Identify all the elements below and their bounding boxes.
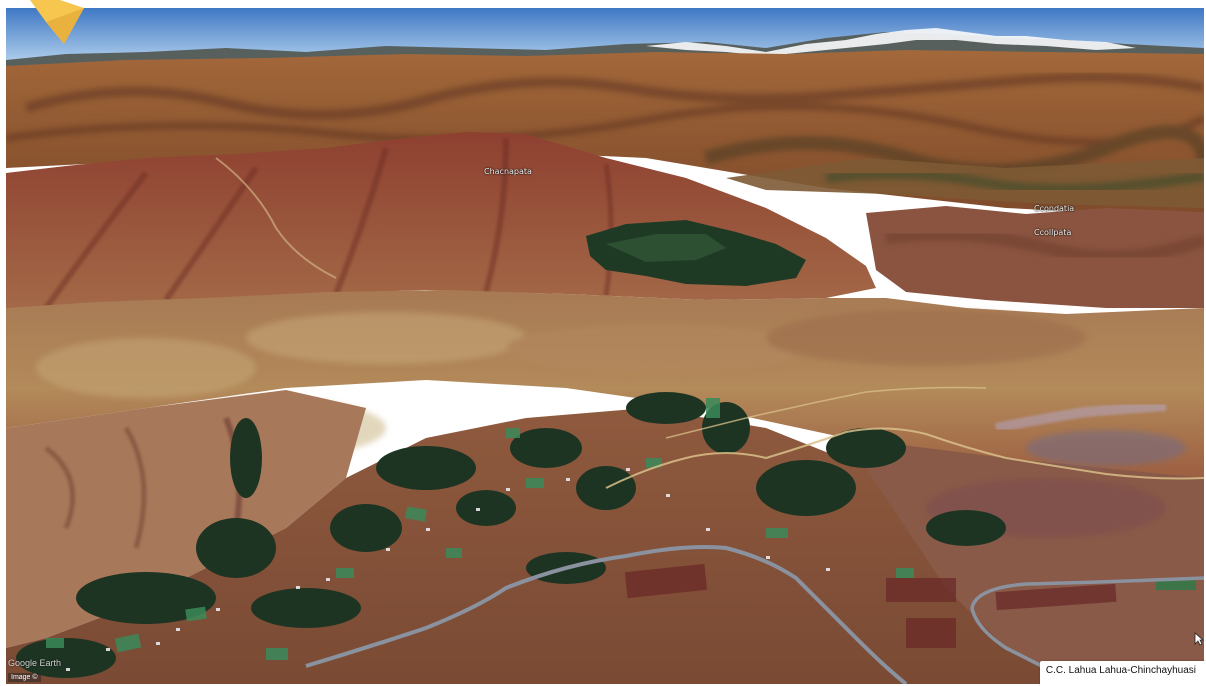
village-houses <box>66 468 830 671</box>
secondary-road <box>970 576 1204 684</box>
cursor-pointer-icon <box>1194 632 1204 646</box>
map-viewport[interactable]: Chacnapata Ccondatia Ccollpata Google Ea… <box>6 8 1204 684</box>
imagery-attribution: Image © <box>8 673 41 682</box>
terrain-scene[interactable] <box>6 8 1204 684</box>
place-label-ridge[interactable]: Chacnapata <box>484 167 532 176</box>
hill-trail <box>215 157 337 279</box>
snow-caps <box>646 28 1136 56</box>
place-label-valley-1[interactable]: Ccondatia <box>1034 204 1075 213</box>
forest-clusters <box>16 392 1006 678</box>
green-fields <box>46 398 1196 660</box>
place-label-valley-2[interactable]: Ccollpata <box>1034 228 1072 237</box>
google-earth-watermark: Google Earth <box>8 658 62 668</box>
location-caption: C.C. Lahua Lahua-Chinchayhuasi <box>1039 661 1206 686</box>
dark-red-fields <box>624 563 1117 648</box>
main-road <box>305 545 908 684</box>
yellow-arrow-icon <box>14 0 84 44</box>
dirt-track <box>605 427 1204 489</box>
